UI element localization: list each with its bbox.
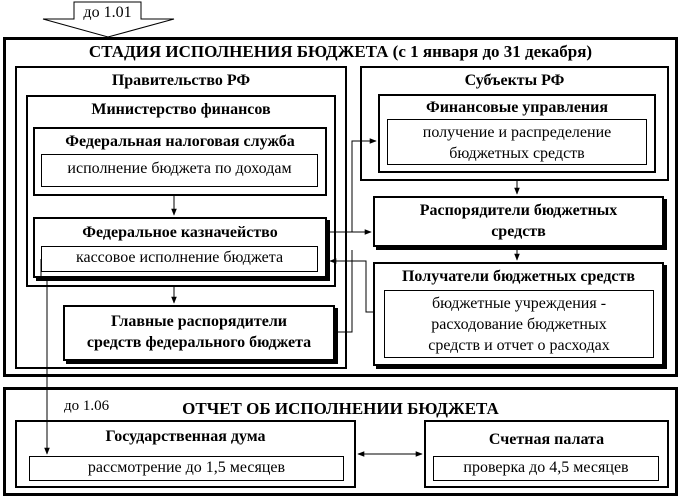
state-duma-title: Государственная дума [105,428,266,445]
report-title: ОТЧЕТ ОБ ИСПОЛНЕНИИ БЮДЖЕТА [182,399,499,418]
top-arrow-label: до 1.01 [83,4,132,21]
tax-service-title: Федеральная налоговая служба [65,133,295,150]
arrow-treasury-to-duma [40,259,50,455]
chief-managers-box: Главные распорядители средств федерально… [63,305,335,361]
arrow-treasury-to-finance-dept [327,138,377,233]
subjects-title: Субъекты РФ [464,72,565,89]
audit-chamber-function: проверка до 4,5 месяцев [433,456,659,481]
finance-dept-function: получение и распределение бюджетных сред… [387,119,647,165]
ministry-of-finance-title: Министерство финансов [91,101,271,118]
audit-chamber-title: Счетная палата [488,431,605,448]
state-duma-function: рассмотрение до 1,5 месяцев [29,456,344,481]
recipients-title: Получатели бюджетных средств [401,268,636,285]
execution-stage-title: СТАДИЯ ИСПОЛНЕНИЯ БЮДЖЕТА (с 1 января до… [88,42,593,61]
report-deadline-label: до 1.06 [64,398,110,414]
arrow-recipients-to-treasury [329,258,373,313]
budget-managers-box: Распорядители бюджетных средств [373,196,664,247]
line-chief-managers-to-treasury [335,250,353,333]
finance-dept-title: Финансовые управления [425,99,609,116]
tax-service-function: исполнение бюджета по доходам [41,154,318,187]
government-title: Правительство РФ [111,72,251,89]
treasury-title: Федеральное казначейство [82,224,278,241]
recipients-function: бюджетные учреждения - расходование бюдж… [384,290,654,358]
treasury-function: кассовое исполнение бюджета [41,246,318,272]
